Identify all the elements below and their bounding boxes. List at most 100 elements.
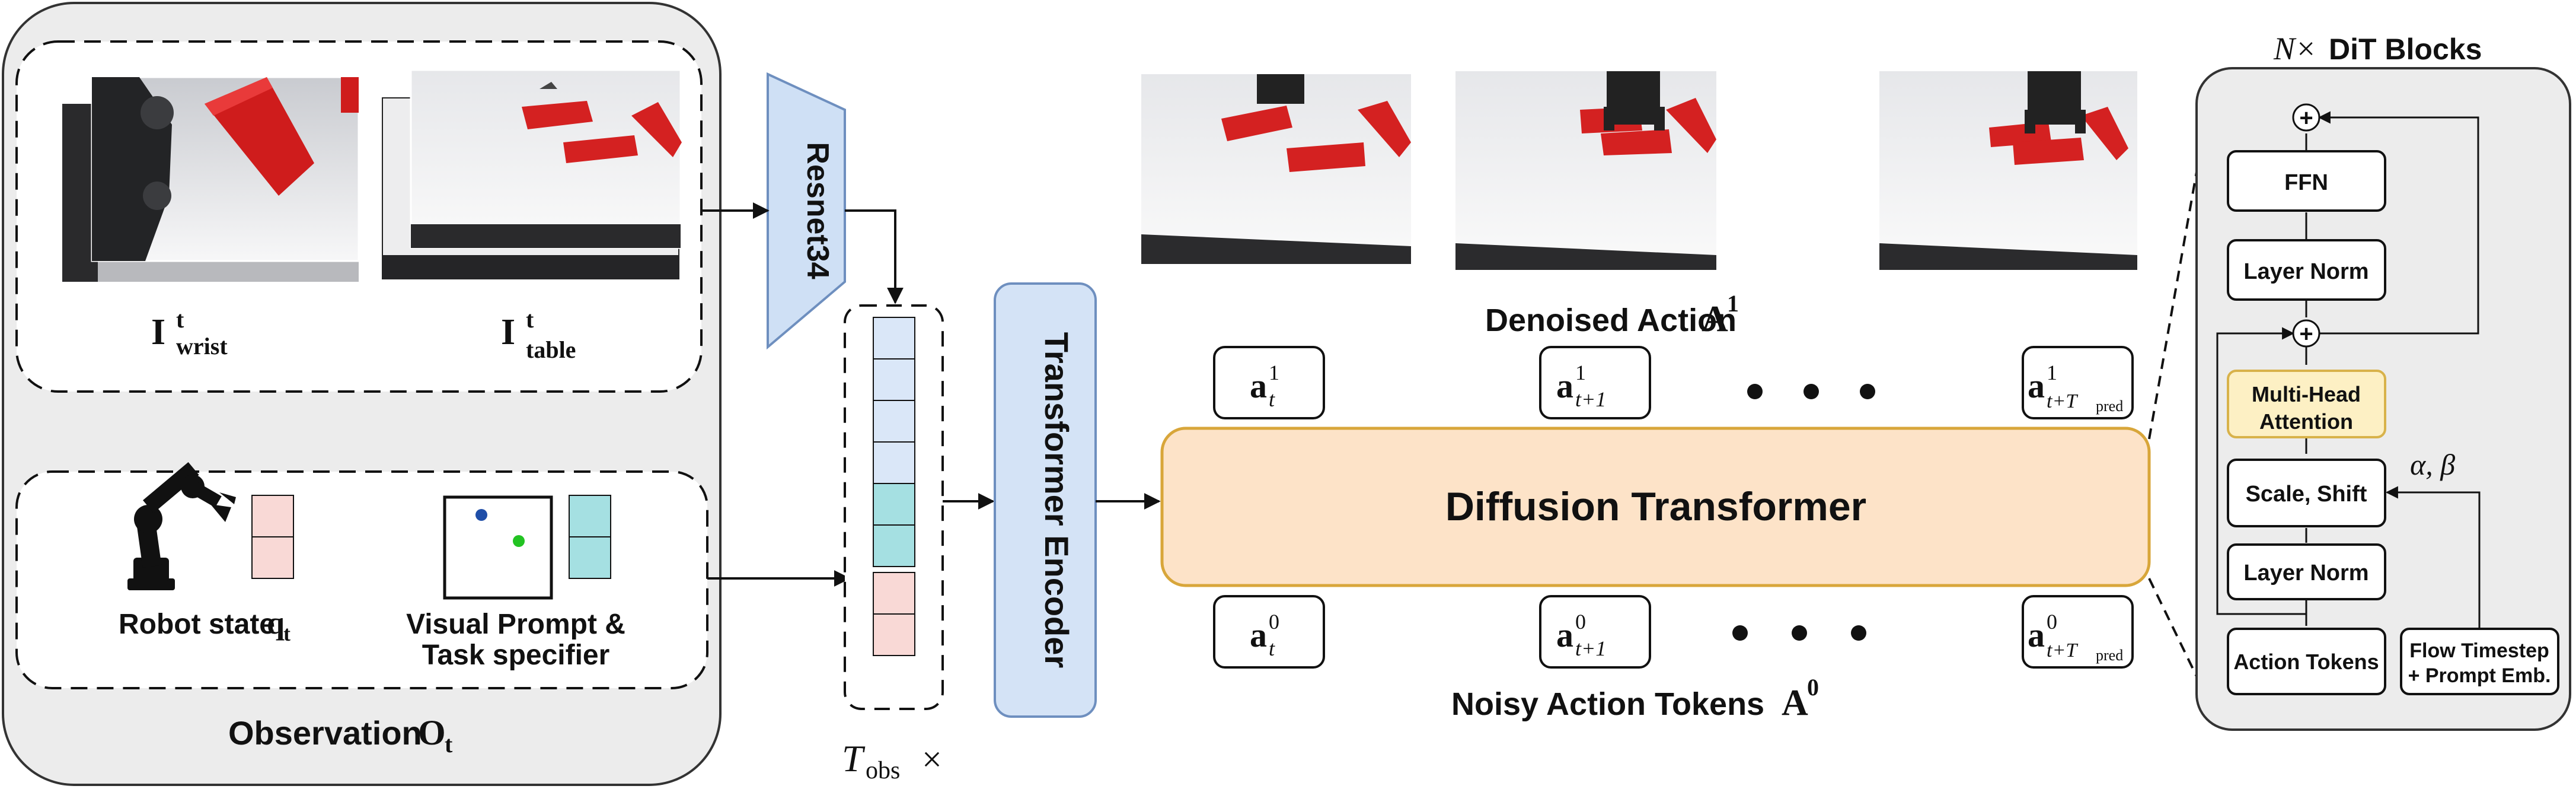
dit-multi-head-attention (2227, 370, 2386, 438)
denoised-token-t-plus-tpred: a 1 t+T pred (2022, 346, 2134, 419)
svg-text:t+1: t+1 (1575, 387, 1606, 411)
svg-text:a: a (1250, 616, 1267, 654)
svg-text:Diffusion Transformer: Diffusion Transformer (1445, 484, 1866, 529)
svg-text:I: I (501, 312, 515, 352)
svg-text:t: t (283, 622, 291, 645)
task-token-bottom (569, 536, 611, 579)
noisy-ellipsis (1732, 625, 1866, 641)
denoised-frame-1 (1141, 74, 1411, 264)
dit-block-detail: N× DiT Blocks + + FFN Layer Norm Multi-H… (2148, 31, 2571, 731)
denoised-token-t: a 1 t (1213, 346, 1325, 419)
svg-text:Flow Timestep: Flow Timestep (2409, 640, 2549, 662)
svg-text:Transformer Encoder: Transformer Encoder (1038, 332, 1075, 668)
observation-title: Observation O t (228, 713, 453, 758)
svg-text:a: a (2028, 616, 2045, 654)
svg-text:1: 1 (1727, 290, 1739, 317)
svg-text:t: t (1269, 387, 1275, 411)
svg-text:Robot state: Robot state (119, 609, 275, 640)
svg-text:0: 0 (1269, 610, 1279, 634)
svg-text:Noisy Action Tokens: Noisy Action Tokens (1451, 686, 1764, 722)
svg-text:0: 0 (1807, 674, 1819, 701)
svg-text:Resnet34: Resnet34 (800, 142, 835, 279)
svg-text:t: t (1269, 637, 1275, 660)
svg-text:a: a (1250, 367, 1267, 405)
svg-text:q: q (267, 605, 285, 641)
svg-text:1: 1 (1269, 361, 1279, 384)
svg-text:table: table (526, 336, 576, 363)
svg-text:1: 1 (1575, 361, 1586, 384)
svg-text:T: T (842, 737, 866, 780)
visual-prompt-image (443, 495, 553, 600)
wrist-label: I t wrist (151, 306, 228, 359)
denoised-token-t-plus-1: a 1 t+1 (1539, 346, 1651, 419)
table-label: I t table (501, 306, 576, 363)
wrist-camera-image (62, 76, 360, 282)
noisy-token-t: a 0 t (1213, 595, 1325, 669)
svg-text:t+T: t+T (2047, 390, 2078, 412)
svg-text:obs: obs (866, 757, 900, 784)
dit-layer-norm-top (2227, 239, 2386, 301)
prompt-point-green (513, 535, 525, 547)
svg-text:+: + (2299, 105, 2313, 131)
svg-text:t: t (445, 731, 453, 758)
token-stack-label: T obs × (842, 737, 942, 784)
svg-text:t: t (176, 306, 184, 333)
svg-text:a: a (1556, 616, 1573, 654)
dit-layer-norm-bottom (2227, 543, 2386, 600)
svg-text:1: 1 (2047, 361, 2057, 384)
svg-text:I: I (151, 312, 165, 352)
svg-text:A: A (1702, 299, 1728, 339)
svg-text:0: 0 (2047, 610, 2057, 634)
svg-text:Action Tokens: Action Tokens (2233, 650, 2379, 674)
svg-text:+: + (2299, 321, 2313, 347)
table-camera-image (382, 69, 682, 279)
svg-text:pred: pred (2096, 397, 2123, 415)
denoised-frame-3 (1879, 71, 2137, 270)
svg-text:FFN: FFN (2284, 170, 2328, 195)
svg-text:DiT Blocks: DiT Blocks (2329, 33, 2482, 66)
dit-scale-shift (2227, 459, 2386, 527)
denoised-frame-2 (1455, 71, 1716, 270)
robot-state-token-bottom (251, 536, 294, 579)
svg-text:t: t (526, 306, 534, 333)
denoised-ellipsis (1747, 384, 1875, 399)
svg-text:Scale, Shift: Scale, Shift (2246, 482, 2367, 507)
residual-add-middle (2292, 319, 2320, 348)
svg-text:a: a (1556, 367, 1573, 405)
svg-text:A: A (1782, 683, 1808, 723)
robot-state-label: Robot state q t (119, 605, 291, 645)
robot-arm-icon (127, 462, 236, 590)
noisy-action-tokens-label: Noisy Action Tokens A 0 (1451, 674, 1819, 723)
transformer-encoder: Transformer Encoder (994, 282, 1097, 718)
noisy-token-t-plus-1: a 0 t+1 (1539, 595, 1651, 669)
svg-text:N×: N× (2273, 31, 2316, 66)
arrow-resnet-to-tokens (845, 209, 904, 304)
dit-action-tokens (2227, 628, 2386, 695)
svg-text:O: O (418, 713, 446, 752)
svg-text:pred: pred (2096, 647, 2123, 664)
dit-ffn (2227, 150, 2386, 212)
svg-text:×: × (922, 740, 942, 779)
svg-text:a: a (2028, 367, 2045, 405)
resnet-encoder: Resnet34 (767, 72, 846, 350)
svg-text:wrist: wrist (176, 333, 228, 359)
svg-text:0: 0 (1575, 610, 1586, 634)
observation-panel: I t wrist I t table (2, 2, 722, 786)
svg-text:Layer Norm: Layer Norm (2243, 561, 2368, 586)
svg-text:+ Prompt Emb.: + Prompt Emb. (2408, 664, 2551, 687)
task-token-top (569, 495, 611, 537)
noisy-token-t-plus-tpred: a 0 t+T pred (2022, 595, 2134, 669)
svg-text:Attention: Attention (2259, 409, 2353, 434)
diffusion-transformer: Diffusion Transformer (1160, 427, 2151, 587)
svg-text:Denoised Action: Denoised Action (1485, 303, 1737, 338)
visual-prompt-label-line2: Task specifier (422, 640, 610, 671)
svg-text:Observation: Observation (228, 714, 422, 752)
observation-token-stack (844, 304, 944, 710)
svg-text:t+T: t+T (2047, 640, 2078, 661)
robot-state-token-top (251, 495, 294, 537)
visual-prompt-label-line1: Visual Prompt & (406, 609, 625, 640)
svg-text:t+1: t+1 (1575, 637, 1606, 660)
prompt-point-blue (475, 509, 487, 521)
residual-add-top (2292, 103, 2320, 132)
